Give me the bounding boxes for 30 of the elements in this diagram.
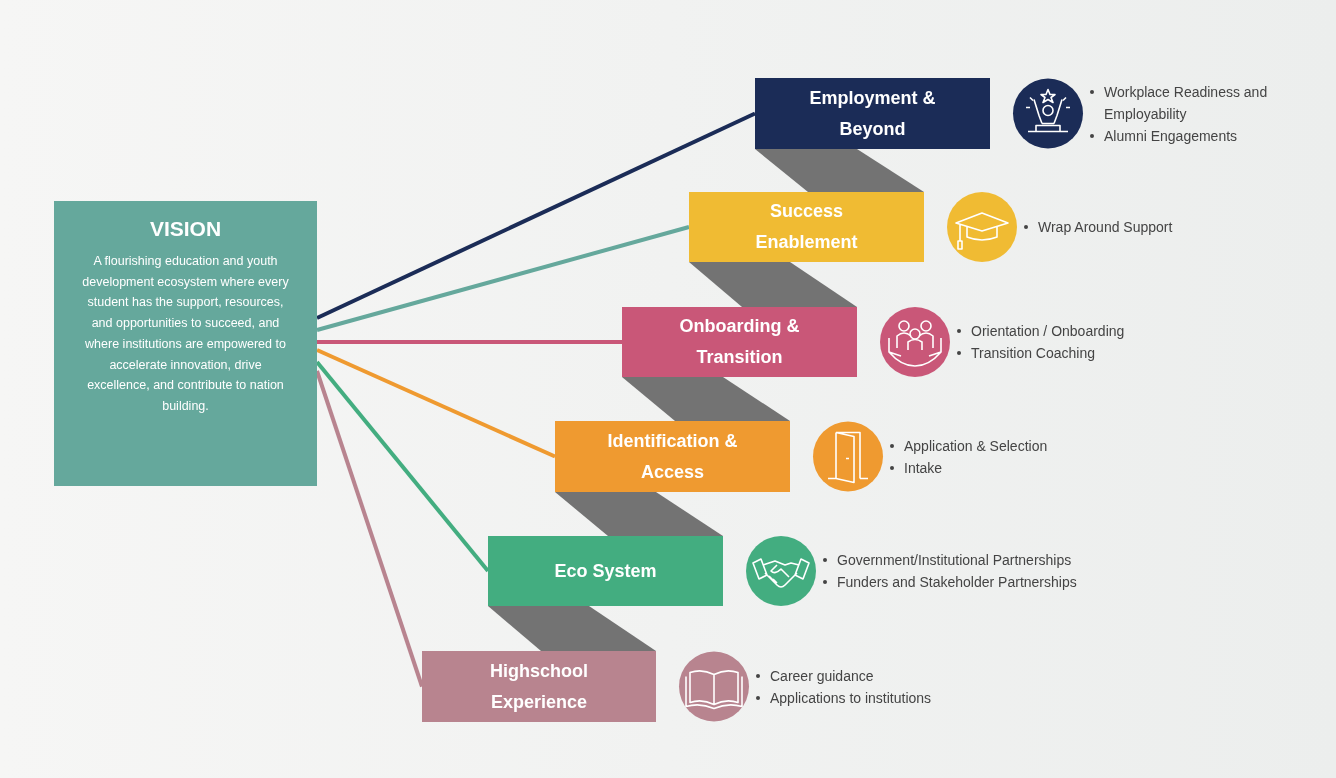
bullet-item: Wrap Around Support xyxy=(1024,216,1173,238)
connector-line xyxy=(316,348,556,459)
vision-panel xyxy=(54,201,317,486)
step-box xyxy=(555,421,790,492)
step-title: Eco System xyxy=(553,559,658,583)
bullet-item: Career guidance xyxy=(756,664,874,687)
bullet-item: Transition Coaching xyxy=(957,342,1095,364)
step-box xyxy=(488,536,723,606)
step-title: Employment & Beyond xyxy=(808,86,937,141)
bullet-item: Workplace Readiness and Employability xyxy=(1090,80,1294,125)
bullet-item: Funders and Stakeholder Partnerships xyxy=(823,571,1077,593)
bullet-item: Applications to institutions xyxy=(756,686,932,709)
connector-line xyxy=(316,111,756,320)
step-box xyxy=(622,307,857,377)
bullet-item: Orientation / Onboarding xyxy=(957,320,1125,342)
step-title: Success Enablement xyxy=(754,200,859,254)
connector-line xyxy=(316,225,690,332)
bullet-item: Alumni Engagements xyxy=(1090,124,1238,147)
step-title: Identification & Access xyxy=(606,429,739,484)
step-box xyxy=(755,78,990,149)
vision-heading: VISION xyxy=(149,217,222,241)
bullet-item: Intake xyxy=(890,456,943,479)
step-box xyxy=(422,651,656,722)
connector-line xyxy=(317,340,622,344)
step-title: Onboarding & Transition xyxy=(678,315,801,369)
step-title: Highschool Experience xyxy=(489,659,589,714)
step-box xyxy=(689,192,924,262)
vision-statement: A flourishing education and youth development ecosystem where every student has the support, resources, and opportunities to succeed, and where institutions are empowered to accelerate innovation, drive excellence, and contribute to nation building. xyxy=(81,253,290,415)
bullet-item: Government/Institutional Partnerships xyxy=(823,549,1072,571)
bullet-item: Application & Selection xyxy=(890,434,1048,457)
